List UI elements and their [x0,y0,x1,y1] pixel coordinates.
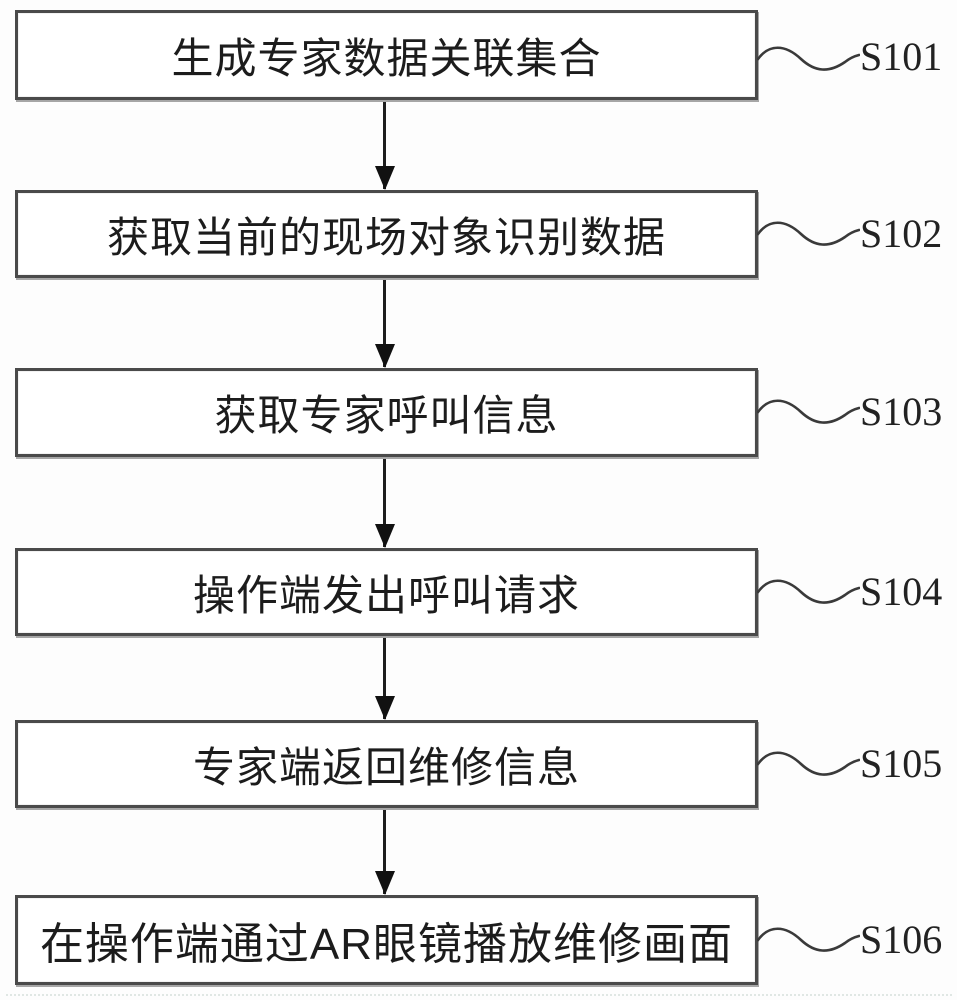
step-box-s105: 专家端返回维修信息 [15,720,758,808]
step-box-s101: 生成专家数据关联集合 [15,10,758,100]
step-label-s103: S103 [860,389,943,434]
step-label-s106: S106 [860,917,943,962]
arrow-head-icon [374,696,395,720]
step-box-s106: 在操作端通过AR眼镜播放维修画面 [15,895,758,985]
flow-arrow-4 [374,638,395,720]
reference-squiggle-s101 [757,46,860,71]
step-label-s105: S105 [860,741,943,786]
step-box-s103: 获取专家呼叫信息 [15,368,758,457]
step-text-s101: 生成专家数据关联集合 [171,34,602,82]
step-text-s105: 专家端返回维修信息 [192,743,580,791]
step-text-s103: 获取专家呼叫信息 [214,392,559,439]
step-label-s104: S104 [860,569,943,614]
step-label-s102: S102 [860,211,943,256]
arrow-head-icon [374,871,395,895]
arrow-head-icon [374,166,395,190]
arrow-head-icon [374,344,395,368]
step-box-s104: 操作端发出呼叫请求 [15,548,758,636]
step-text-s104: 操作端发出呼叫请求 [192,571,580,619]
flow-arrow-5 [374,810,395,895]
reference-squiggle-s105 [757,751,860,776]
flow-arrow-3 [374,459,395,548]
step-text-s102: 获取当前的现场对象识别数据 [106,213,666,261]
arrow-head-icon [374,524,395,548]
flow-arrow-1 [374,102,395,190]
step-text-s106: 在操作端通过AR眼镜播放维修画面 [39,920,734,969]
reference-squiggle-s106 [757,927,860,952]
step-label-s101: S101 [860,34,943,79]
scan-artifact-line [6,994,952,996]
flow-arrow-2 [374,280,395,368]
reference-squiggle-s103 [757,399,860,424]
reference-squiggle-s104 [757,579,860,604]
step-box-s102: 获取当前的现场对象识别数据 [15,190,758,278]
reference-squiggle-s102 [757,221,860,246]
